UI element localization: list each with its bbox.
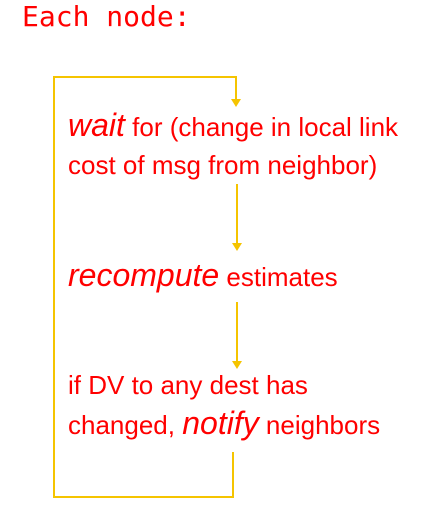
diagram-title: Each node: (22, 0, 191, 33)
step-wait-line2: cost of msg from neighbor) (68, 150, 378, 180)
loop-connector (53, 76, 237, 498)
arrowhead-top (231, 99, 241, 107)
keyword-recompute: recompute (68, 257, 220, 293)
step-notify-line2: changed, notify neighbors (68, 405, 381, 441)
step-notify: if DV to any dest has changed, notify ne… (68, 366, 380, 444)
keyword-wait: wait (68, 107, 125, 143)
step-wait-line1: wait for (change in local link (68, 107, 399, 143)
step-wait: wait for (change in local link cost of m… (68, 106, 398, 184)
keyword-notify: notify (182, 405, 259, 441)
step-recompute: recompute estimates (68, 257, 338, 293)
step-notify-line1: if DV to any dest has (68, 370, 308, 400)
arrowhead-middle (232, 243, 242, 251)
arrowhead-bottom (232, 361, 242, 369)
